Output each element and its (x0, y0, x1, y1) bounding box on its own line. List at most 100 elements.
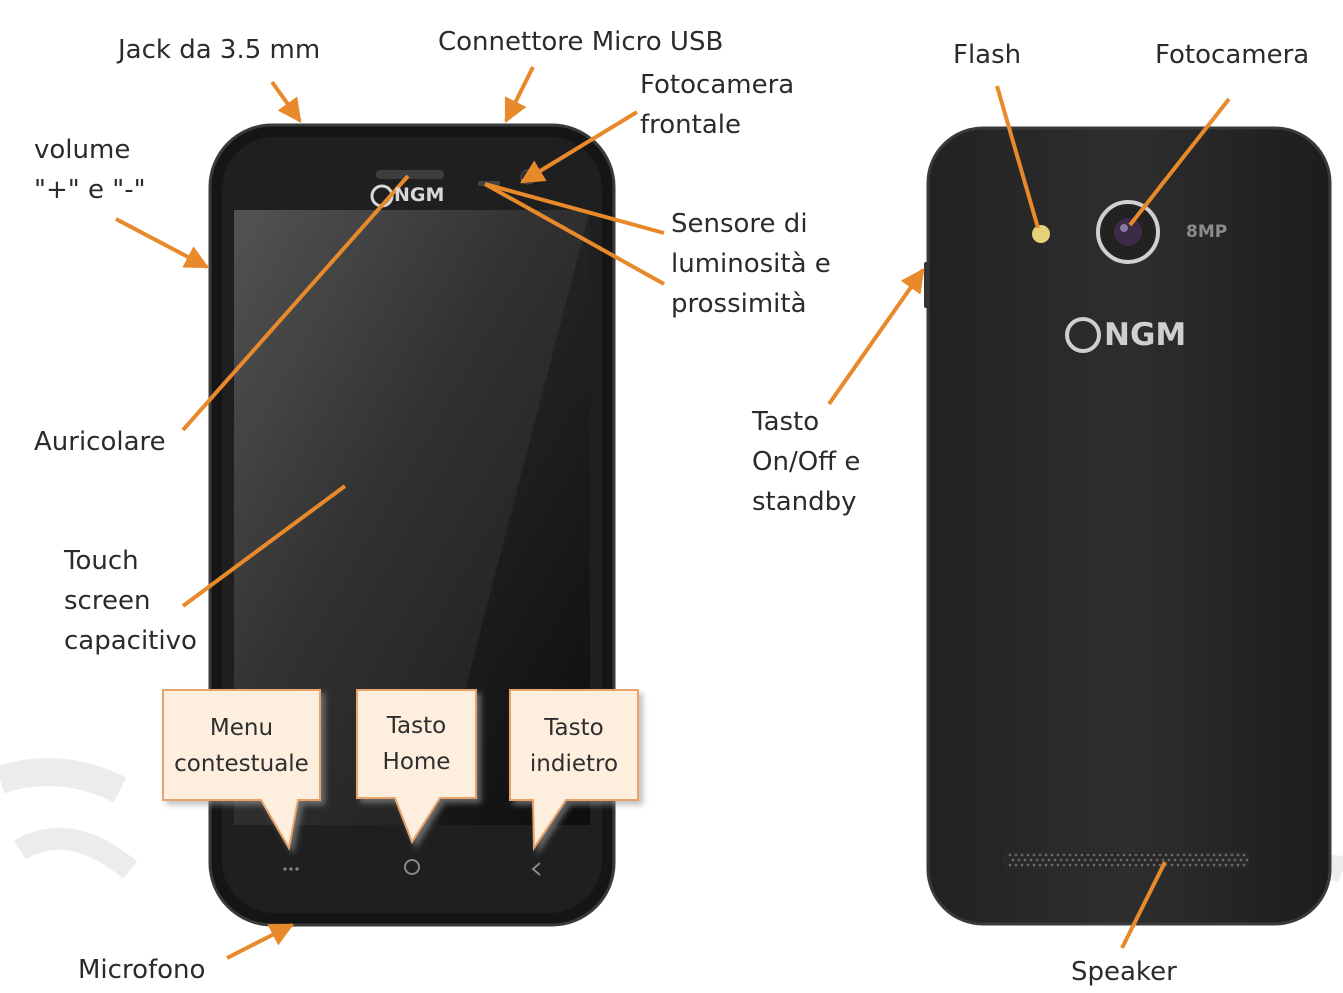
speaker-hole (1014, 853, 1018, 857)
speaker-hole (1092, 853, 1096, 857)
speaker-hole (1188, 853, 1192, 857)
speaker-hole (1134, 863, 1138, 867)
speaker-hole (1194, 863, 1198, 867)
leader-speaker (1120, 861, 1167, 949)
speaker-hole (1092, 863, 1096, 867)
speaker-hole (1152, 863, 1156, 867)
power-button[interactable] (924, 262, 930, 308)
speaker-hole (1035, 858, 1039, 862)
speaker-hole (1116, 853, 1120, 857)
label-jack: Jack da 3.5 mm (118, 35, 321, 65)
speaker-hole (1110, 853, 1114, 857)
home-key-circle-icon[interactable] (404, 859, 420, 875)
arrow-jack (270, 80, 302, 123)
label-usb: Connettore Micro USB (438, 27, 724, 57)
speaker-hole (1206, 863, 1210, 867)
label-earpiece: Auricolare (34, 427, 166, 457)
speaker-hole (1068, 853, 1072, 857)
speaker-hole (1080, 863, 1084, 867)
speaker-hole (1032, 863, 1036, 867)
speaker-hole (1155, 858, 1159, 862)
speaker-hole (1080, 853, 1084, 857)
leader-sensor-2 (484, 182, 665, 286)
flash-led (1032, 225, 1050, 243)
speaker-hole (1158, 863, 1162, 867)
label-microphone: Microfono (78, 955, 206, 985)
speaker-hole (1077, 858, 1081, 862)
speaker-hole (1104, 853, 1108, 857)
speaker-hole (1026, 863, 1030, 867)
speaker-hole (1044, 853, 1048, 857)
speaker-hole (1170, 863, 1174, 867)
speaker-hole (1230, 853, 1234, 857)
speaker-hole (1131, 858, 1135, 862)
speaker-hole (1233, 858, 1237, 862)
speaker-hole (1086, 853, 1090, 857)
speaker-hole (1026, 853, 1030, 857)
leader-earpiece (181, 174, 410, 432)
speaker-hole (1227, 858, 1231, 862)
speaker-hole (1167, 858, 1171, 862)
speaker-hole (1158, 853, 1162, 857)
speaker-hole (1011, 858, 1015, 862)
rear-camera-lens (1114, 218, 1142, 246)
speaker-hole (1128, 863, 1132, 867)
rear-brand-logo: NGM (1104, 317, 1187, 353)
speaker-hole (1134, 853, 1138, 857)
label-volume: volume"+" e "-" (34, 135, 146, 205)
speaker-hole (1143, 858, 1147, 862)
arrow-power (827, 268, 925, 406)
speaker-hole (1098, 863, 1102, 867)
speaker-hole (1110, 863, 1114, 867)
arrow-volume (115, 217, 210, 269)
speaker-hole (1230, 863, 1234, 867)
speaker-hole (1242, 863, 1246, 867)
speaker-hole (1041, 858, 1045, 862)
speaker-hole (1236, 863, 1240, 867)
speaker-hole (1020, 853, 1024, 857)
speaker-hole (1161, 858, 1165, 862)
speaker-hole (1125, 858, 1129, 862)
speaker-hole (1146, 863, 1150, 867)
speaker-hole (1050, 853, 1054, 857)
speaker-hole (1221, 858, 1225, 862)
speaker-hole (1197, 858, 1201, 862)
speaker-hole (1056, 863, 1060, 867)
speaker-dots (1008, 853, 1249, 867)
speaker-hole (1245, 858, 1249, 862)
callout-back (509, 689, 639, 852)
speaker-hole (1206, 853, 1210, 857)
speaker-hole (1140, 853, 1144, 857)
speaker-hole (1179, 858, 1183, 862)
callout-menu (162, 689, 321, 851)
menu-key-dots-icon[interactable] (283, 867, 299, 871)
speaker-hole (1194, 853, 1198, 857)
speaker-hole (1170, 853, 1174, 857)
arrow-microphone (226, 923, 295, 960)
speaker-hole (1242, 853, 1246, 857)
speaker-hole (1059, 858, 1063, 862)
leader-flash (995, 85, 1040, 229)
label-flash: Flash (953, 40, 1022, 70)
callout-home (356, 689, 477, 845)
speaker-hole (1218, 853, 1222, 857)
arrow-front-camera (519, 110, 639, 184)
speaker-hole (1038, 853, 1042, 857)
leader-touchscreen (181, 484, 347, 608)
speaker-hole (1116, 863, 1120, 867)
speaker-hole (1068, 863, 1072, 867)
speaker-hole (1176, 863, 1180, 867)
speaker-hole (1032, 853, 1036, 857)
speaker-hole (1224, 863, 1228, 867)
back-key-back-arrow-icon[interactable] (531, 862, 541, 876)
speaker-hole (1107, 858, 1111, 862)
speaker-hole (1236, 853, 1240, 857)
speaker-hole (1119, 858, 1123, 862)
speaker-hole (1038, 863, 1042, 867)
